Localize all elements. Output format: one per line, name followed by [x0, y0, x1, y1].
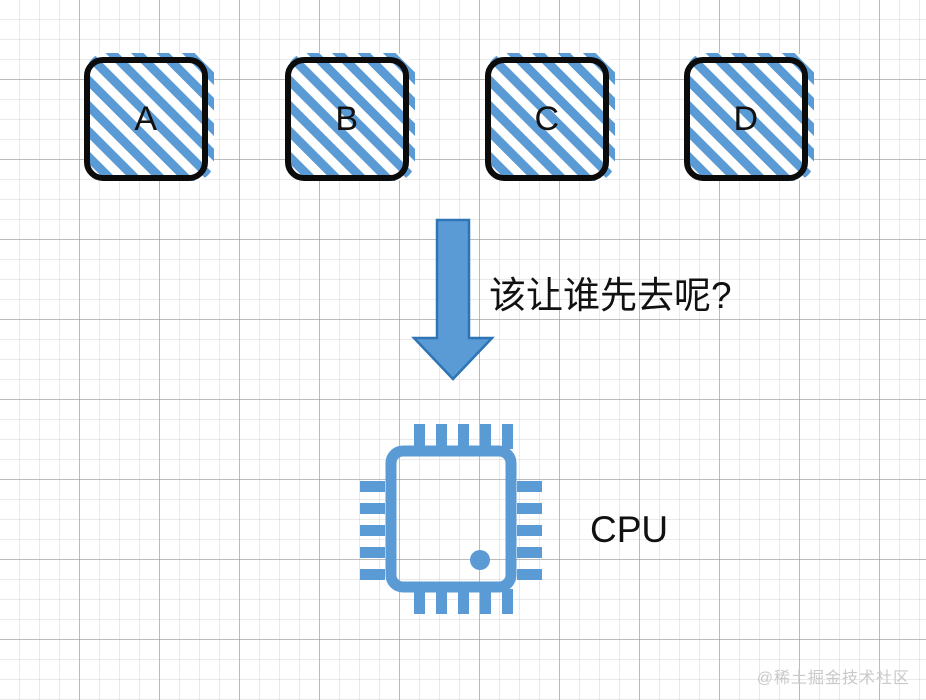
cpu-icon — [360, 424, 542, 614]
task-box-b[interactable]: B — [285, 53, 415, 181]
task-box-frame — [684, 57, 808, 181]
task-box-label: B — [335, 99, 359, 138]
task-box-c[interactable]: C — [485, 53, 615, 181]
task-box-frame — [285, 57, 409, 181]
watermark: @稀土掘金技术社区 — [756, 670, 910, 687]
task-box-frame — [84, 57, 208, 181]
cpu-label: CPU — [590, 509, 669, 550]
question-text: 该让谁先去呢? — [489, 275, 732, 316]
task-box-frame — [485, 57, 609, 181]
down-arrow-icon — [411, 218, 495, 381]
task-box-d[interactable]: D — [684, 53, 814, 181]
task-box-a[interactable]: A — [84, 53, 214, 181]
task-box-label: A — [134, 99, 158, 138]
task-box-label: D — [733, 99, 759, 138]
task-box-label: C — [534, 99, 560, 138]
